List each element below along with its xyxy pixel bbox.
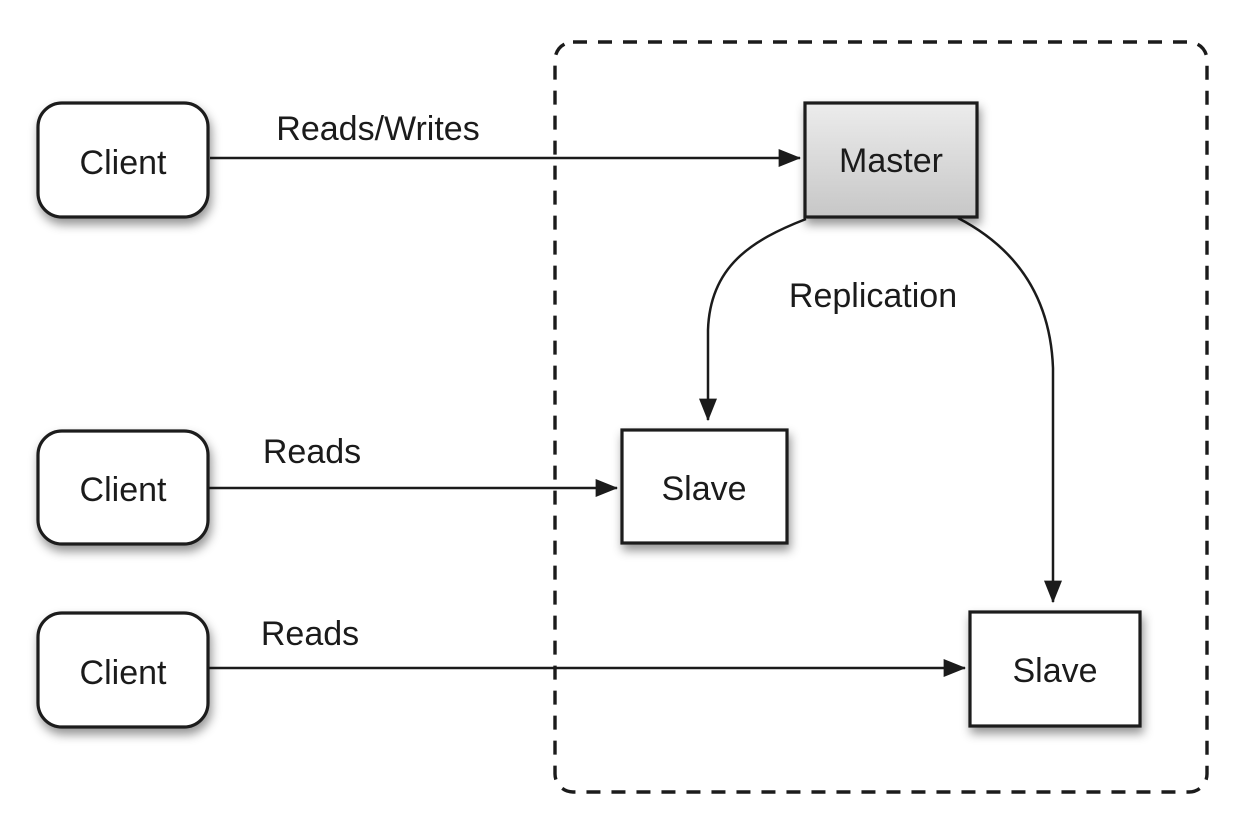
edges	[209, 149, 1062, 677]
client-box-2	[36, 429, 210, 546]
client-label-3: Client	[80, 654, 167, 692]
master-box	[803, 101, 979, 219]
edge-label-reads-writes: Reads/Writes	[276, 110, 479, 148]
client-node-2: Client	[36, 429, 210, 546]
master-label: Master	[839, 142, 943, 180]
edge-master-to-slave2	[957, 216, 1062, 604]
slave-label-1: Slave	[661, 470, 746, 508]
master-node: Master	[803, 101, 979, 219]
client-box-3	[36, 611, 210, 729]
edge-label-reads-2: Reads	[261, 615, 359, 653]
slave-node-1: Slave	[620, 428, 789, 545]
slave-box-1	[620, 428, 789, 545]
slave-node-2: Slave	[968, 610, 1142, 728]
client-label-2: Client	[80, 471, 167, 509]
edge-label-replication: Replication	[789, 277, 957, 315]
client-box-1	[36, 101, 210, 219]
slave-box-2	[968, 610, 1142, 728]
replication-group-boundary	[553, 40, 1209, 794]
edge-label-reads-1: Reads	[263, 433, 361, 471]
client-label-1: Client	[80, 144, 167, 182]
edge-master-to-slave1	[699, 217, 807, 422]
client-node-1: Client	[36, 101, 210, 219]
slave-label-2: Slave	[1012, 652, 1097, 690]
client-node-3: Client	[36, 611, 210, 729]
